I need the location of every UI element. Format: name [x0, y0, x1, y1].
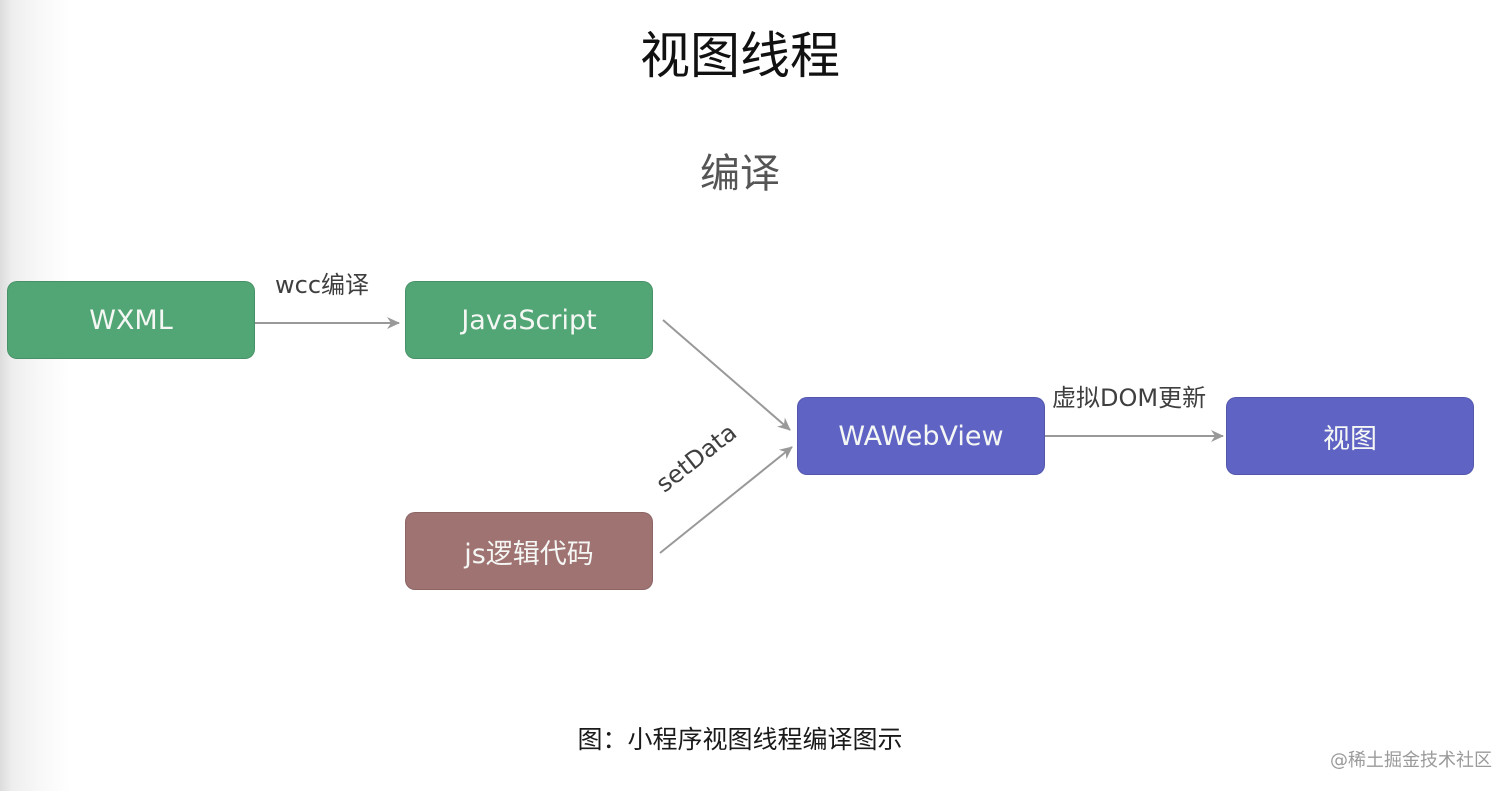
diagram-title: 视图线程	[640, 27, 840, 85]
node-javascript: JavaScript	[405, 281, 653, 359]
section-subtitle: 编译	[700, 151, 780, 197]
node-wawebview-label: WAWebView	[838, 420, 1004, 452]
node-javascript-label: JavaScript	[461, 304, 597, 336]
watermark: @稀土掘金技术社区	[1330, 750, 1492, 771]
node-js-logic: js逻辑代码	[405, 512, 653, 590]
node-view: 视图	[1226, 397, 1474, 475]
edge-javascript-to-wawebview	[662, 319, 791, 431]
node-wawebview: WAWebView	[797, 397, 1045, 475]
edge-label-virtual-dom-update: 虚拟DOM更新	[1052, 384, 1207, 412]
edge-label-setdata: setData	[650, 418, 743, 498]
node-view-label: 视图	[1323, 423, 1377, 455]
node-wxml-label: WXML	[89, 304, 173, 336]
figure-caption: 图：小程序视图线程编译图示	[577, 725, 903, 754]
node-js-logic-label: js逻辑代码	[464, 538, 594, 570]
edge-label-wcc-compile: wcc编译	[275, 271, 370, 299]
node-wxml: WXML	[7, 281, 255, 359]
